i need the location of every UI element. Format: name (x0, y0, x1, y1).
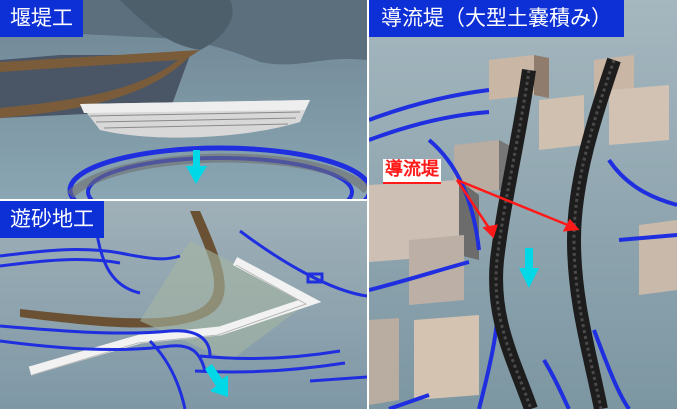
flow-direction-arrow-icon (186, 150, 207, 184)
guide-levee-callout: 導流堤 (383, 159, 441, 184)
flow-direction-arrow-icon (519, 248, 539, 288)
flow-direction-arrow-icon (205, 364, 228, 397)
panel-guide: 導流堤（大型土嚢積み） 導流堤 (369, 0, 677, 409)
guide-levee-scene (369, 0, 677, 409)
panel-guide-title: 導流堤（大型土嚢積み） (369, 0, 624, 37)
panel-weir-title: 堰堤工 (0, 0, 83, 37)
panel-basin: 遊砂地工 (0, 201, 367, 409)
panel-basin-title: 遊砂地工 (0, 201, 104, 238)
weir-terrain-scene (0, 0, 367, 199)
panel-weir: 堰堤工 (0, 0, 367, 199)
building-blocks (369, 55, 677, 405)
